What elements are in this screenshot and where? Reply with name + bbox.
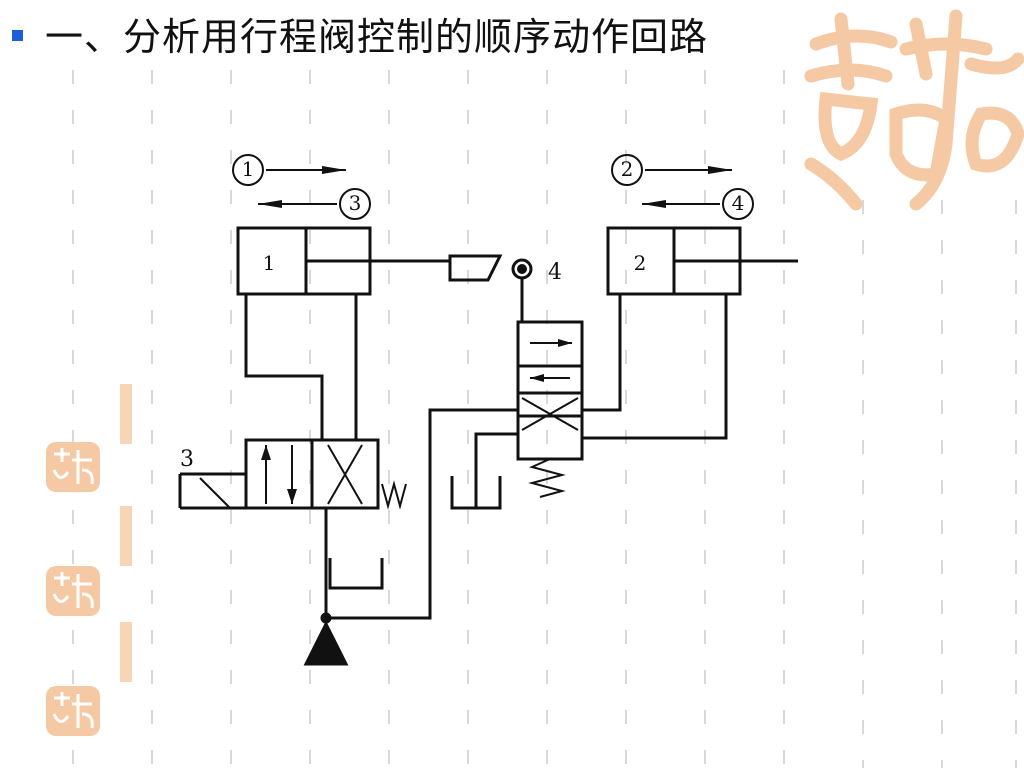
calligraphy-seal-logo xyxy=(804,9,1024,211)
roller-valve-4-label: 4 xyxy=(548,260,562,285)
valve-3-label: 3 xyxy=(180,447,194,472)
cylinder-1-label: 1 xyxy=(263,251,276,275)
cylinder-2-label: 2 xyxy=(634,251,647,275)
seal-fragment xyxy=(120,622,132,682)
slide-title: 一、分析用行程阀控制的顺序动作回路 xyxy=(45,14,709,59)
small-seal-logo xyxy=(46,566,100,616)
title-row: 一、分析用行程阀控制的顺序动作回路 xyxy=(12,6,708,60)
seal-fragment xyxy=(120,384,132,444)
roller-valve-4 xyxy=(511,258,584,498)
pump-triangle-icon xyxy=(303,620,349,666)
cylinder-1 xyxy=(236,226,503,296)
small-seal-logo xyxy=(46,686,100,736)
step-1-label: 1 xyxy=(242,157,255,181)
motion-arrows-cylinder-1 xyxy=(232,154,371,220)
cylinder-2 xyxy=(606,226,798,296)
directional-valve-3 xyxy=(178,438,407,510)
hydraulic-circuit-diagram: 1 3 2 4 1 2 4 3 xyxy=(178,154,798,666)
step-2-label: 2 xyxy=(621,157,634,181)
bullet-icon xyxy=(12,29,23,41)
step-4-label: 4 xyxy=(732,191,745,215)
step-3-label: 3 xyxy=(349,191,362,215)
small-seal-logo xyxy=(46,442,100,492)
piping xyxy=(244,294,728,624)
motion-arrows-cylinder-2 xyxy=(611,154,754,220)
seal-fragment xyxy=(120,506,132,566)
